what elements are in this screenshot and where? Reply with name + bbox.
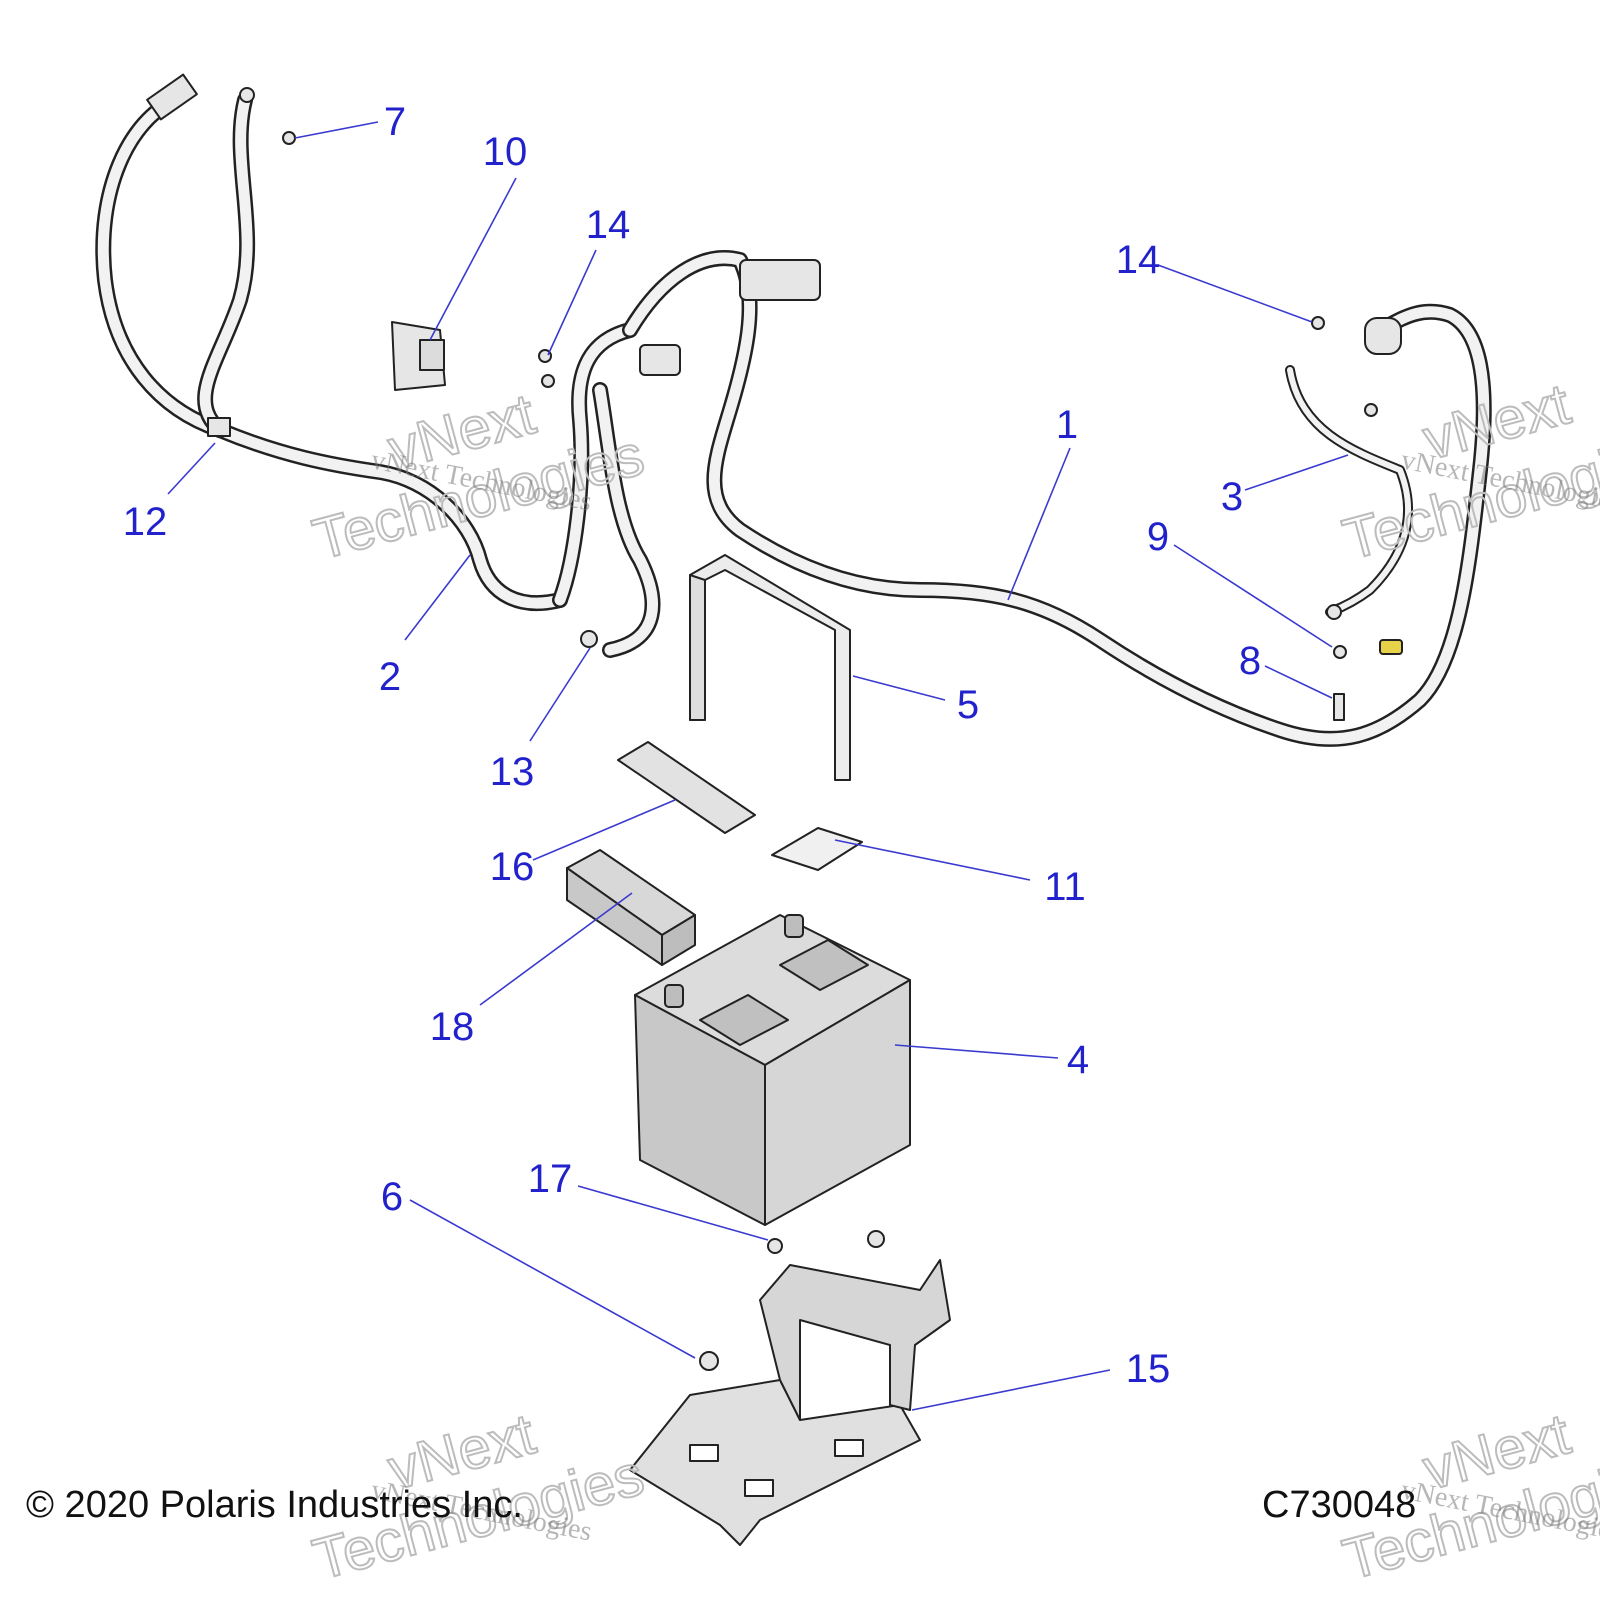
fuse-holder bbox=[391, 321, 446, 391]
leader-7 bbox=[294, 121, 379, 139]
leader-1 bbox=[1007, 447, 1071, 601]
callout-14a: 14 bbox=[586, 203, 631, 247]
drawing-number: C730048 bbox=[1262, 1484, 1417, 1526]
callout-16: 16 bbox=[490, 845, 535, 889]
leader-17 bbox=[577, 1185, 769, 1241]
leader-6 bbox=[409, 1199, 696, 1359]
callout-4: 4 bbox=[1067, 1038, 1089, 1082]
leader-9 bbox=[1173, 544, 1333, 648]
copyright-notice: © 2020 Polaris Industries Inc. bbox=[26, 1484, 523, 1526]
callout-18: 18 bbox=[430, 1005, 475, 1049]
callout-10: 10 bbox=[483, 130, 528, 174]
ground-cable bbox=[1285, 365, 1413, 620]
callout-6: 6 bbox=[381, 1175, 403, 1219]
callout-8: 8 bbox=[1239, 639, 1261, 683]
callout-3: 3 bbox=[1221, 475, 1243, 519]
leader-14b bbox=[1157, 264, 1313, 323]
leader-3 bbox=[1244, 454, 1349, 491]
callout-15: 15 bbox=[1126, 1347, 1171, 1391]
pad-16 bbox=[617, 741, 756, 834]
leader-4 bbox=[894, 1044, 1059, 1059]
leader-10 bbox=[429, 177, 517, 341]
leader-2 bbox=[404, 554, 471, 641]
callout-12: 12 bbox=[123, 500, 168, 544]
callout-7: 7 bbox=[384, 100, 406, 144]
leader-16 bbox=[532, 799, 676, 861]
leader-5 bbox=[852, 675, 946, 701]
terminal-cover bbox=[566, 849, 696, 966]
leader-13 bbox=[529, 647, 591, 742]
callout-5: 5 bbox=[957, 683, 979, 727]
battery-hold-down-bracket bbox=[689, 554, 851, 781]
callout-labels: 1 2 3 4 5 6 7 8 9 10 11 12 13 14 14 15 1… bbox=[123, 100, 1261, 1391]
leader-15 bbox=[911, 1369, 1111, 1411]
callout-13: 13 bbox=[490, 750, 535, 794]
callout-1: 1 bbox=[1056, 403, 1078, 447]
leader-lines bbox=[167, 121, 1349, 1411]
callout-2: 2 bbox=[379, 655, 401, 699]
leader-11 bbox=[834, 839, 1031, 881]
pad-11 bbox=[771, 827, 863, 871]
leader-14a bbox=[547, 249, 597, 356]
main-wire-harness bbox=[622, 250, 1492, 747]
battery bbox=[634, 914, 911, 1226]
callout-14b: 14 bbox=[1116, 238, 1161, 282]
hardware-fasteners bbox=[282, 131, 1403, 1371]
callout-9: 9 bbox=[1147, 515, 1169, 559]
battery-cable-harness-left bbox=[95, 73, 661, 658]
callout-17: 17 bbox=[528, 1157, 573, 1201]
leader-12 bbox=[167, 442, 216, 495]
leader-18 bbox=[479, 892, 633, 1006]
battery-tray bbox=[629, 1259, 951, 1546]
leader-8 bbox=[1264, 665, 1333, 699]
callout-11: 11 bbox=[1044, 865, 1086, 909]
